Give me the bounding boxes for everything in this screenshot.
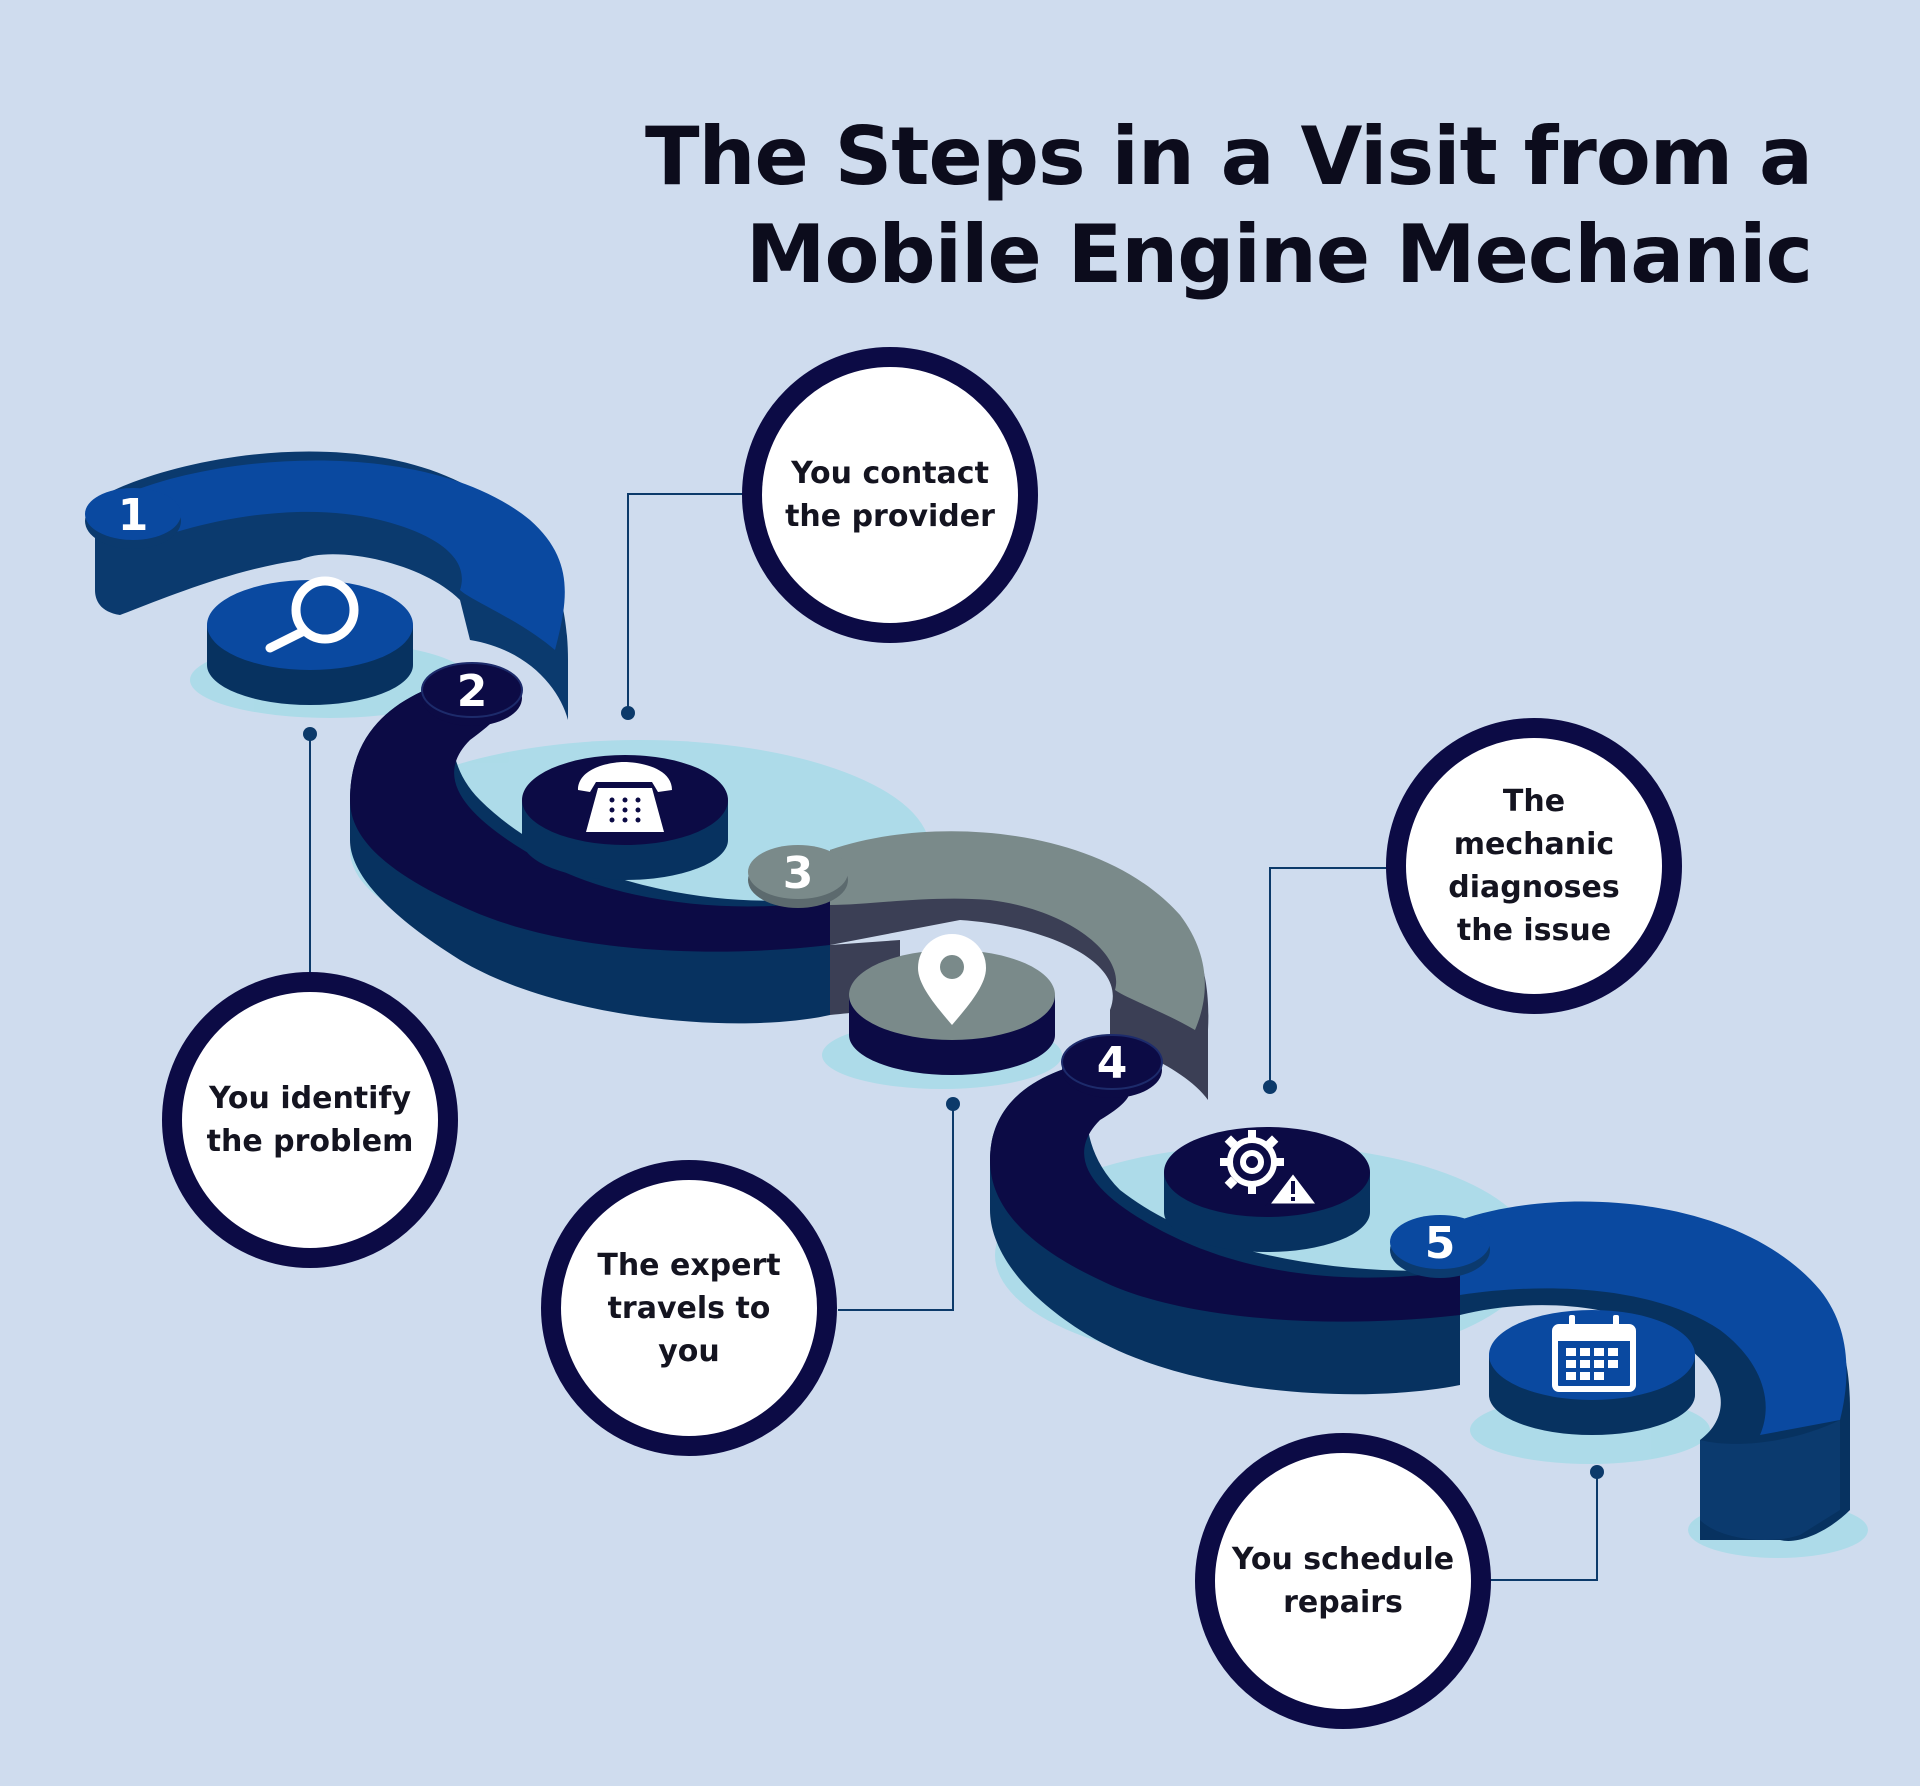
- segment-4: [990, 1060, 1460, 1395]
- icon-disc-5: [1489, 1310, 1695, 1435]
- step-number-1: 1: [118, 490, 149, 541]
- step-badge-1: 1: [85, 488, 181, 549]
- step-1-bubble: You identify the problem: [162, 972, 458, 1268]
- map-pin-icon: [918, 934, 986, 1025]
- step-number-4: 4: [1097, 1038, 1128, 1089]
- connector-dot-5: [1590, 1465, 1604, 1479]
- title-line-2: Mobile Engine Mechanic: [745, 208, 1813, 301]
- step-2-bubble: You contact the provider: [742, 347, 1038, 643]
- telephone-icon: [578, 762, 672, 832]
- step-4-label: The mechanic diagnoses the issue: [1448, 784, 1620, 948]
- step-3-label: The expert travels to you: [597, 1247, 781, 1369]
- connector-dot-3: [946, 1097, 960, 1111]
- icon-disc-4: [1164, 1127, 1370, 1252]
- step-2-label: You contact the provider: [785, 456, 995, 534]
- step-badge-3: 3: [748, 845, 848, 908]
- step-5-label: You schedule repairs: [1231, 1542, 1455, 1620]
- connector-step-2: [627, 493, 744, 713]
- connector-step-5: [1490, 1472, 1598, 1581]
- title-line-1: The Steps in a Visit from a: [644, 110, 1813, 203]
- step-number-2: 2: [457, 666, 488, 717]
- icon-disc-1: [207, 580, 413, 705]
- connector-dot-4: [1263, 1080, 1277, 1094]
- connector-dot-2: [621, 706, 635, 720]
- step-badge-5: 5: [1390, 1215, 1490, 1278]
- step-5-bubble: You schedule repairs: [1195, 1433, 1491, 1729]
- page-title: The Steps in a Visit from a Mobile Engin…: [512, 108, 1813, 304]
- connector-dot-1: [303, 727, 317, 741]
- segment-5: [1460, 1201, 1850, 1541]
- step-3-bubble: The expert travels to you: [541, 1160, 837, 1456]
- magnifier-icon: [265, 576, 359, 653]
- connector-step-4: [1269, 867, 1388, 1087]
- step-number-5: 5: [1425, 1218, 1456, 1269]
- step-4-bubble: The mechanic diagnoses the issue: [1386, 718, 1682, 1014]
- icon-disc-3: [849, 950, 1055, 1075]
- gear-warning-icon: [1220, 1130, 1322, 1207]
- step-number-3: 3: [783, 848, 814, 899]
- segment-2: [350, 675, 830, 1024]
- segment-1: [95, 451, 568, 720]
- connector-lines: [309, 493, 1598, 1581]
- step-badge-2: 2: [421, 662, 523, 726]
- connector-step-3: [838, 1104, 954, 1311]
- calendar-icon: [1552, 1315, 1636, 1392]
- step-badge-4: 4: [1061, 1034, 1163, 1098]
- step-1-label: You identify the problem: [206, 1081, 414, 1159]
